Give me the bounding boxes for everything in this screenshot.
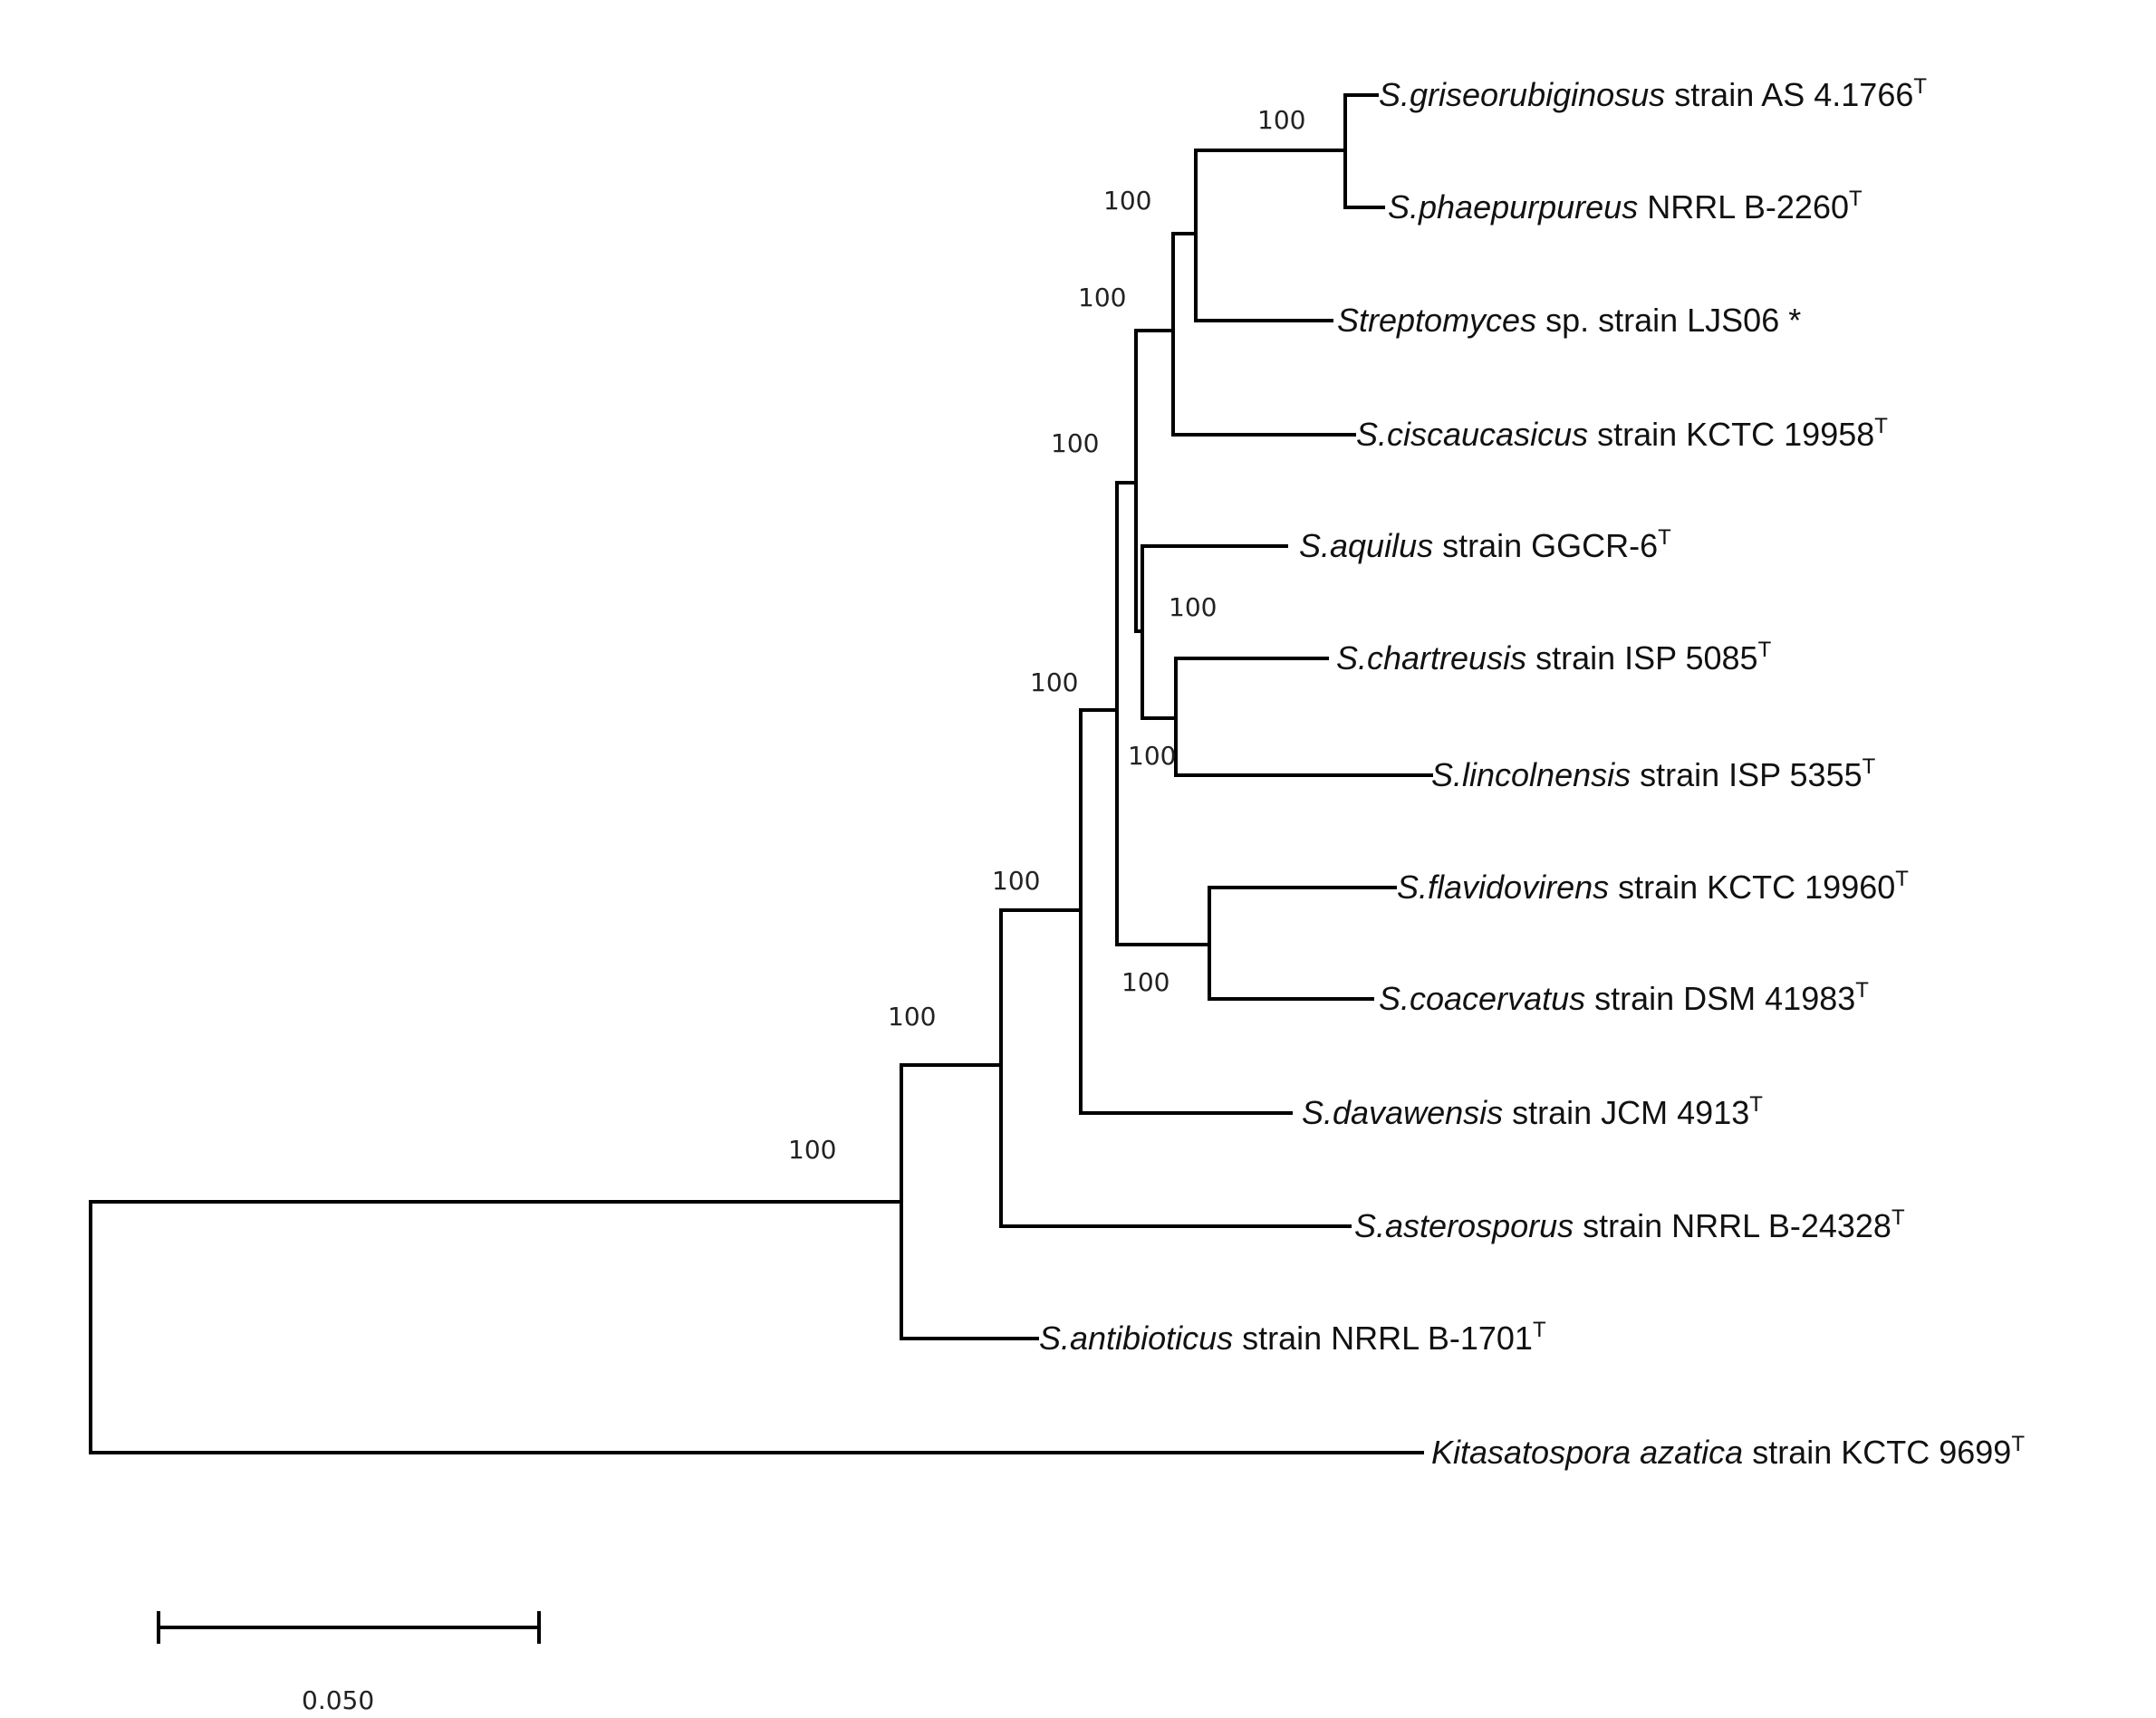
- leaf-label-lincolnensis: S.lincolnensis strain ISP 5355T: [1431, 754, 1876, 793]
- bootstrap-value: 100: [1121, 967, 1169, 997]
- leaf-label-chartreusis: S.chartreusis strain ISP 5085T: [1336, 638, 1772, 677]
- bootstrap-value: 100: [1169, 592, 1217, 622]
- bootstrap-value: 100: [992, 866, 1040, 896]
- bootstrap-value: 100: [788, 1135, 836, 1165]
- leaf-label-asterosporus: S.asterosporus strain NRRL B-24328T: [1354, 1205, 1905, 1244]
- leaf-label-coacervatus: S.coacervatus strain DSM 41983T: [1379, 978, 1869, 1017]
- scale-bar-label: 0.050: [302, 1685, 374, 1715]
- scale-bar: 0.050: [157, 1611, 541, 1715]
- leaf-label-kitasatospora: Kitasatospora azatica strain KCTC 9699T: [1431, 1432, 2025, 1471]
- bootstrap-value: 100: [1257, 105, 1305, 135]
- leaf-label-aquilus: S.aquilus strain GGCR-6T: [1299, 525, 1671, 564]
- leaf-label-davawensis: S.davawensis strain JCM 4913T: [1302, 1092, 1763, 1131]
- bootstrap-value: 100: [1078, 283, 1126, 312]
- bootstrap-value: 100: [1051, 428, 1099, 458]
- tree-branches: [89, 93, 1433, 1454]
- leaf-label-ciscaucasicus: S.ciscaucasicus strain KCTC 19958T: [1356, 414, 1888, 453]
- bootstrap-value: 100: [1128, 741, 1176, 771]
- leaf-label-flavidovirens: S.flavidovirens strain KCTC 19960T: [1397, 867, 1909, 906]
- bootstrap-value: 100: [888, 1002, 936, 1032]
- bootstrap-values: 100 100 100 100 100 100 100 100 100 100 …: [788, 105, 1305, 1165]
- leaf-label-phaepurpureus: S.phaepurpureus NRRL B-2260T: [1388, 187, 1862, 226]
- leaf-label-ljs06: Streptomyces sp. strain LJS06 *: [1337, 302, 1801, 339]
- bootstrap-value: 100: [1030, 667, 1078, 697]
- bootstrap-value: 100: [1103, 186, 1151, 216]
- leaf-label-antibioticus: S.antibioticus strain NRRL B-1701T: [1039, 1318, 1546, 1357]
- leaf-labels: S.griseorubiginosus strain AS 4.1766T S.…: [1039, 74, 2025, 1471]
- leaf-label-griseorubiginosus: S.griseorubiginosus strain AS 4.1766T: [1379, 74, 1927, 113]
